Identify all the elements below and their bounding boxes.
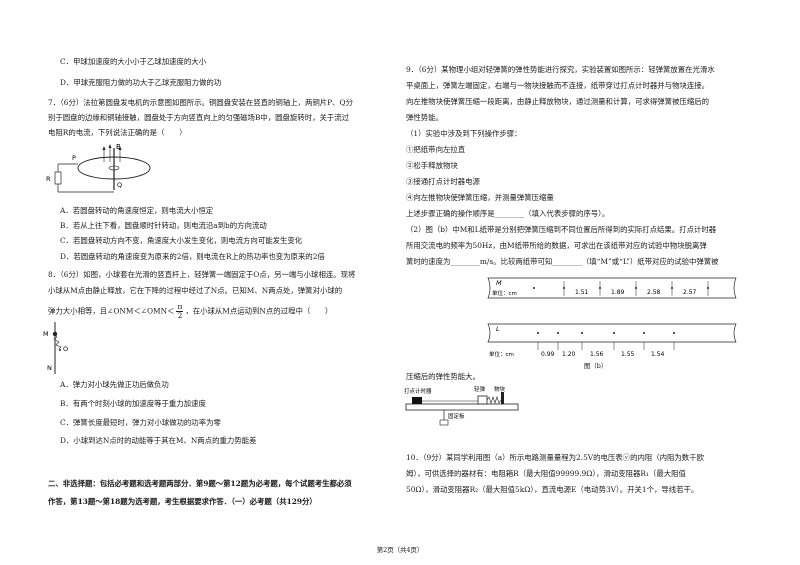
q9-stem-line3: 向左推物块使弹簧压缩一段距离，由静止释放物块，通过测量和计算，可求得弹簧被压缩后… <box>406 97 710 106</box>
fig7-label-Q: Q <box>117 181 122 189</box>
q9-part2-line3: 簧时的速度为________m/s。比较两纸带可知________（填“M”或“… <box>406 257 719 266</box>
q9-part1: （1）实验中涉及到下列操作步骤： <box>406 129 522 138</box>
tape-l-value-3: 1.56 <box>590 351 604 358</box>
apparatus-figure: 打点计时器 轻弹 物块 固定板 <box>404 385 519 426</box>
q8-option-c: C．弹簧长度最短时，弹力对小球做功的功率为零 <box>60 418 221 427</box>
tape-m-figure: M 单位：cm 1.51 1.89 2.58 2.57 <box>487 277 737 299</box>
q9-stem-line4: 弹性势能。 <box>406 113 443 122</box>
q7-stem-line1: 7．（6分）法拉第圆盘发电机的示意图如图所示。铜圆盘安装在竖直的铜轴上，两铜片P… <box>48 98 353 107</box>
fig8-label-M: M <box>43 330 49 338</box>
tape-m-value-1: 1.51 <box>575 289 589 296</box>
fig7-label-P: P <box>72 154 76 162</box>
q6-option-d: D．甲球克服阻力做的功大于乙球克服阻力做的功 <box>60 78 222 87</box>
q9-part2-line1: （2）图（b）中M和L纸带是分别把弹簧压缩到不同位置后所得到的实际打点结果。打点… <box>406 225 717 234</box>
fig7-label-R: R <box>46 175 51 183</box>
q7-stem-line3: 电阻R的电流，下列说法正确的是（ ） <box>48 128 187 137</box>
fig8-label-N: N <box>47 364 52 372</box>
q6-option-c: C．甲球加速度的大小小于乙球加速度的大小 <box>60 57 207 66</box>
apparatus-block-label: 物块 <box>494 385 506 393</box>
q9-stem-line2: 平桌面上，弹簧左端固定，右端与一物块接触而不连接，纸带穿过打点计时器并与物块连接… <box>406 81 710 90</box>
q7-option-a: A．若圆盘转动的角速度恒定，则电流大小恒定 <box>60 206 214 215</box>
apparatus-timer-label: 打点计时器 <box>404 387 432 395</box>
tape-m-unit: 单位：cm <box>492 289 517 297</box>
q10-stem-line3: 50Ω），滑动变阻器R₂（最大阻值5kΩ），直流电源E（电动势3V）。开关1个，… <box>406 485 699 494</box>
q8-stem-line3-b: ，在小球从M点运动到N点的过程中（ ） <box>185 306 333 316</box>
tape-l-value-2: 1.20 <box>562 351 576 358</box>
page-footer: 第2页（共4页） <box>376 546 424 554</box>
q8-stem-line1: 8．（6分）如图，小球套在光滑的竖直杆上，轻弹簧一端固定于O点，另一端与小球相连… <box>48 270 356 279</box>
tape-m-label: M <box>496 279 502 287</box>
q9-step3: ③接通打点计时器电源 <box>406 177 480 186</box>
q9-step4: ④向左推物块使弹簧压缩，并测量弹簧压缩量 <box>406 193 554 202</box>
tape-m-value-2: 1.89 <box>611 289 625 296</box>
figure-b-caption: 图（b） <box>584 362 608 370</box>
q8-option-d: D．小球到达N点时的动能等于其在M、N两点的重力势能差 <box>60 436 257 445</box>
q10-stem-line2: 姆），可供选择的器材有：电阻箱R（最大阻值99999.9Ω），滑动变阻器R₁（最… <box>406 469 686 478</box>
q9-stem-line1: 9．（6分）某物理小组对轻弹簧的弹性势能进行探究，实验装置如图所示：轻弹簧放置在… <box>406 65 715 74</box>
apparatus-spring-label: 轻弹 <box>474 385 486 393</box>
faraday-disc-figure: B P Q R <box>46 143 151 193</box>
tape-l-label: L <box>496 325 500 333</box>
section2-heading-line1: 二、非选择题：包括必考题和选考题两部分．第9题～第12题为必考题，每个试题考生都… <box>48 479 352 488</box>
tape-l-value-1: 0.99 <box>541 351 555 358</box>
q8-option-a: A．弹力对小球先做正功后做负功 <box>60 380 169 389</box>
tape-m-value-4: 2.57 <box>683 289 697 296</box>
q9-step1: ①把纸带向左拉直 <box>406 145 466 154</box>
tape-l-value-4: 1.55 <box>621 351 635 358</box>
section2-heading-line2: 作答，第13题～第18题为选考题，考生根据要求作答．（一）必考题（共129分） <box>48 497 317 506</box>
tape-l-unit: 单位：cm <box>489 350 514 358</box>
q7-option-b: B．若从上往下看，圆盘顺时针转动，则电流沿a到b的方向流动 <box>60 221 267 230</box>
q7-stem-line2: 别于圆盘的边缘和铜轴接触，圆盘处于方向竖直向上的匀强磁场B中，圆盘旋转时，关于流… <box>48 113 350 122</box>
tape-l-figure: L 单位：cm 0.99 1.20 1.56 1.55 1.54 <box>487 323 737 358</box>
q8-fraction-numerator: π <box>176 302 184 312</box>
q8-stem-line2: 小球从M点由静止释放，它在下降的过程中经过了N点。已知M、N两点处，弹簧对小球的 <box>48 286 343 295</box>
q7-option-c: C．若圆盘转动方向不变，角速度大小发生变化，则电流方向可能发生变化 <box>60 236 303 245</box>
q7-option-d: D．若圆盘转动的角速度变为原来的2倍，则电流在R上的热功率也变为原来的2倍 <box>60 252 325 261</box>
q9-part2-line4: 压缩后的弹性势能大。 <box>406 372 480 381</box>
q10-stem-line1: 10．（9分）某同学利用图（a）所示电路测量量程为2.5V的电压表ⓥ的内阻（内阻… <box>406 453 704 462</box>
q9-step2: ②松手释放物块 <box>406 161 458 170</box>
tape-l-value-5: 1.54 <box>651 351 665 358</box>
tape-m-value-3: 2.58 <box>647 289 661 296</box>
q8-fraction-denominator: 2 <box>177 310 183 320</box>
q9-order-prompt: 上述步骤正确的操作顺序是________（填入代表步骤的序号）。 <box>406 209 610 218</box>
fig8-label-O: O <box>63 345 68 353</box>
spring-rod-figure: M O N <box>43 322 68 374</box>
q8-option-b: B．有两个时刻小球的加速度等于重力加速度 <box>60 399 206 408</box>
q8-stem-line3-a: 弹力大小相等，且∠ONM＜∠OMN＜ <box>48 306 175 316</box>
fig7-label-B: B <box>116 143 121 151</box>
apparatus-fixed-label: 固定板 <box>448 412 465 420</box>
q9-part2-line2: 所用交流电的频率为50Hz，由M纸带所给的数据，可求出在该纸带对应的试验中物块脱… <box>406 241 707 250</box>
